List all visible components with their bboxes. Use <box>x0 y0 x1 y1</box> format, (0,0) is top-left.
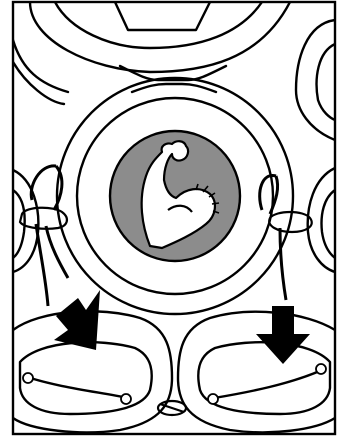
left-cord-lower <box>34 223 50 307</box>
right-ring-edge-inner <box>320 188 335 260</box>
left-cord-upper <box>29 164 57 201</box>
right-cord-upper <box>258 174 277 211</box>
bottom-right-hole-left <box>207 393 219 405</box>
right-lace <box>258 174 313 301</box>
illustration-frame <box>11 0 337 436</box>
left-lace-knot-loop <box>18 206 68 230</box>
badge-disc <box>108 129 242 263</box>
left-lace <box>18 164 70 307</box>
upper-right-ring-edge <box>294 18 335 142</box>
flex-motion-lines <box>195 183 220 214</box>
upper-connector <box>118 64 228 94</box>
central-ring-outer <box>55 76 295 316</box>
right-lace-knot-loop <box>268 210 313 234</box>
central-ring-inner <box>75 96 275 296</box>
top-ring-band <box>28 2 292 74</box>
right-cord-lower <box>278 227 288 301</box>
top-ring-inner-hexagon <box>113 2 212 32</box>
upper-right-ring-edge-inner <box>315 42 335 122</box>
upper-left-ring-edge-inner <box>13 60 66 106</box>
bottom-left-hole-left <box>22 372 34 384</box>
bottom-center-link <box>156 399 188 417</box>
flexed-bicep-icon <box>140 140 216 250</box>
upper-left-ring-edge <box>13 38 70 94</box>
down-arrow-icon <box>54 290 100 350</box>
strength-badge <box>108 129 242 263</box>
left-ring-edge-inner <box>13 188 26 260</box>
right-ring-edge <box>306 166 335 274</box>
down-arrow-icon <box>256 306 310 364</box>
bottom-left-hole-right <box>120 393 132 405</box>
bottom-right-hole-right <box>315 363 327 375</box>
